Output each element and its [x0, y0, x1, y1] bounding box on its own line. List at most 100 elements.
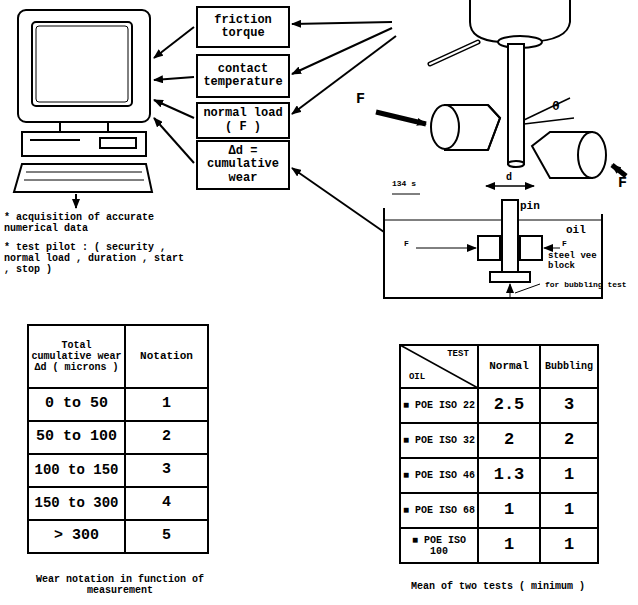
wear-table-grid [28, 325, 208, 553]
table-cell-text: 5 [162, 528, 171, 545]
force-label-text: F [618, 175, 627, 192]
table-cell-text: 1 [504, 536, 514, 555]
note-text: * test pilot : ( security , normal load … [4, 242, 194, 275]
note-text: * acquisition of accurate numerical data [4, 212, 190, 234]
table-cell: 1 [542, 495, 596, 526]
table-cell: ■ POE ISO 68 [402, 495, 476, 526]
table-cell-text: ■ POE ISO 100 [402, 535, 476, 557]
table-cell: > 300 [30, 522, 123, 551]
table-cell-text: 1 [564, 466, 574, 485]
force-label-text: F [356, 91, 365, 108]
force-label: F [404, 240, 416, 249]
table-header: TEST [440, 347, 476, 362]
table-cell-text: ■ POE ISO 32 [403, 435, 475, 446]
table-cell: ■ POE ISO 100 [402, 530, 476, 561]
table-header-text: Notation [140, 350, 193, 362]
force-label: F [356, 92, 370, 109]
pin-vee-rig [376, 0, 626, 178]
table-cell: 2 [127, 423, 206, 452]
table-cell-text: ■ POE ISO 46 [403, 470, 475, 481]
table-header: OIL [402, 370, 432, 385]
box-text: contact temperature [198, 63, 288, 89]
table-cell: 1.3 [480, 460, 538, 491]
table-header: Normal [480, 347, 538, 386]
table-cell-text: 100 to 150 [34, 463, 118, 478]
table-cell: 100 to 150 [30, 456, 123, 485]
table-cell: ■ POE ISO 46 [402, 460, 476, 491]
table-cell-text: 1 [504, 501, 514, 520]
table-cell-text: 0 to 50 [45, 396, 108, 413]
part-label-text: steel vee block [548, 251, 597, 271]
table-cell: 3 [127, 456, 206, 485]
part-label-text: pin [520, 200, 540, 212]
table-header: Notation [127, 327, 206, 386]
note-text-text: * test pilot : ( security , normal load … [4, 242, 184, 275]
table-cell-text: ■ POE ISO 68 [403, 505, 475, 516]
dimension-label-text: 134 s [392, 179, 416, 188]
table-cell-text: > 300 [54, 528, 99, 545]
table-caption: Wear notation in function of measurement [22, 568, 218, 602]
angle-label-text: θ [552, 99, 560, 114]
table-cell-text: 4 [162, 495, 171, 512]
measure-box: friction torque [196, 6, 290, 48]
part-label: pin [520, 200, 550, 212]
table-cell: 1 [480, 495, 538, 526]
force-label-text: F [562, 239, 567, 248]
table-cell: 1 [542, 530, 596, 561]
table-cell-text: ■ POE ISO 22 [403, 400, 475, 411]
table-cell: 50 to 100 [30, 423, 123, 452]
table-cell-text: 3 [162, 462, 171, 479]
table-header-text: Normal [489, 360, 529, 372]
dimension-label-text: d [506, 172, 512, 183]
table-header-text: Bubbling [545, 361, 593, 372]
box-text: Δd = cumulative wear [198, 145, 288, 185]
table-cell-text: 1 [564, 501, 574, 520]
table-cell: 1 [542, 460, 596, 491]
table-cell: 5 [127, 522, 206, 551]
note-text-text: * acquisition of accurate numerical data [4, 212, 154, 234]
table-cell-text: 3 [564, 396, 574, 415]
angle-label: θ [552, 100, 566, 114]
part-label: for bubbling test [545, 281, 635, 290]
table-header-text: OIL [409, 373, 425, 383]
table-cell-text: 2 [564, 431, 574, 450]
table-cell: ■ POE ISO 22 [402, 390, 476, 421]
table-cell: 3 [542, 390, 596, 421]
measure-box: contact temperature [196, 54, 290, 98]
table-cell: 1 [480, 530, 538, 561]
table-caption-text: Mean of two tests ( minimum ) [411, 581, 585, 592]
part-label: steel vee block [548, 252, 600, 272]
signal-arrows [154, 22, 396, 232]
table-cell: 0 to 50 [30, 390, 123, 419]
table-cell: ■ POE ISO 32 [402, 425, 476, 456]
table-cell-text: 1 [564, 536, 574, 555]
force-label: F [562, 240, 574, 249]
table-header-text: Total cumulative wear Δd ( microns ) [30, 340, 123, 373]
table-caption-text: Wear notation in function of measurement [22, 574, 218, 596]
results-table-grid [400, 345, 598, 563]
table-cell: 1 [127, 390, 206, 419]
table-cell: 2 [480, 425, 538, 456]
table-cell-text: 2 [162, 429, 171, 446]
part-label-text: for bubbling test [545, 280, 627, 289]
table-header: Total cumulative wear Δd ( microns ) [30, 327, 123, 386]
table-cell-text: 150 to 300 [34, 496, 118, 511]
table-cell-text: 1.3 [494, 466, 525, 485]
computer [14, 10, 152, 208]
dimension-label: 134 s [392, 180, 432, 189]
box-text: friction torque [198, 14, 288, 40]
table-header-text: TEST [447, 350, 469, 360]
part-label: oil [566, 224, 596, 236]
table-cell: 2 [542, 425, 596, 456]
measure-box: normal load ( F ) [196, 102, 290, 139]
measure-box: Δd = cumulative wear [196, 140, 290, 190]
table-cell-text: 1 [162, 396, 171, 413]
force-label: F [618, 176, 632, 193]
table-header: Bubbling [542, 347, 596, 386]
table-cell-text: 2 [504, 431, 514, 450]
table-cell-text: 50 to 100 [36, 429, 117, 446]
force-label-text: F [404, 239, 409, 248]
table-cell-text: 2.5 [494, 396, 525, 415]
table-cell: 150 to 300 [30, 489, 123, 518]
